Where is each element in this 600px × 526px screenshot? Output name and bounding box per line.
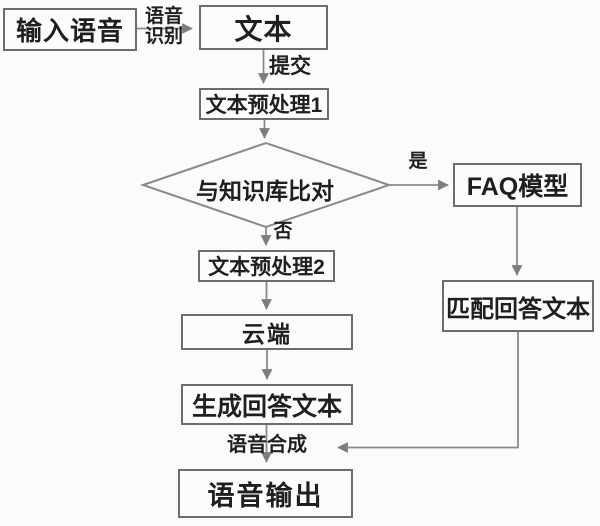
node-input-voice: 输入语音 <box>3 8 137 51</box>
arrow-match-answer-to-speech-synthesis <box>337 332 519 453</box>
edge-label-yes: 是 <box>408 151 428 172</box>
node-text: 文本 <box>199 5 328 50</box>
node-voice-output: 语音输出 <box>178 469 353 518</box>
node-cloud: 云端 <box>181 314 353 350</box>
edge-label-speech-recognition-line1: 语音 <box>144 6 183 27</box>
edge-label-speech-synthesis: 语音合成 <box>227 434 307 456</box>
edge-label-no: 否 <box>273 221 293 242</box>
decision-compare-knowledge-base-label: 与知识库比对 <box>196 178 334 204</box>
node-match-answer-text: 匹配回答文本 <box>442 280 594 332</box>
edge-label-speech-recognition-line2: 识别 <box>144 25 183 47</box>
edge-label-speech-recognition: 语音 识别 <box>140 7 188 47</box>
node-generate-answer-text: 生成回答文本 <box>181 384 353 425</box>
node-faq-model: FAQ模型 <box>453 163 582 207</box>
edge-label-submit: 提交 <box>269 55 311 78</box>
node-text-preprocess-1: 文本预处理1 <box>199 88 329 120</box>
node-text-preprocess-2: 文本预处理2 <box>198 250 335 282</box>
